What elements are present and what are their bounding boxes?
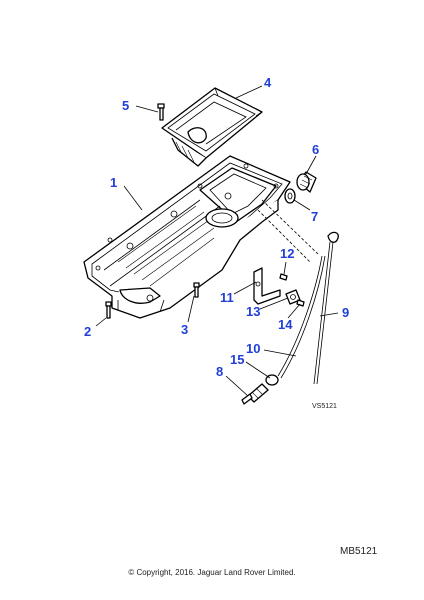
sump-bolt-long-part <box>105 301 112 319</box>
callout-10: 10 <box>246 341 260 356</box>
callout-5: 5 <box>122 98 129 113</box>
tray-bolt-part <box>157 103 165 121</box>
tube-bracket-part <box>253 267 281 305</box>
callout-3: 3 <box>181 322 188 337</box>
copyright-notice: © Copyright, 2016. Jaguar Land Rover Lim… <box>128 568 296 577</box>
drain-washer-part <box>284 188 296 204</box>
drain-plug-part <box>296 171 317 193</box>
callout-9: 9 <box>342 305 349 320</box>
callout-1: 1 <box>110 175 117 190</box>
dipstick-tube-part <box>277 255 326 379</box>
callout-12: 12 <box>280 246 294 261</box>
callout-8: 8 <box>216 364 223 379</box>
callout-7: 7 <box>311 209 318 224</box>
callout-4: 4 <box>264 75 272 90</box>
oil-sump-pan-part <box>83 155 291 319</box>
baffle-tray-part <box>161 87 263 167</box>
callout-6: 6 <box>312 142 319 157</box>
reference-code: MB5121 <box>340 546 378 557</box>
dipstick-part <box>313 231 339 385</box>
callout-13: 13 <box>246 304 260 319</box>
leader-lines <box>95 85 339 397</box>
callout-labels: 1 2 3 4 5 6 7 8 9 10 11 12 13 14 15 <box>84 75 349 379</box>
callout-11: 11 <box>220 290 234 305</box>
bracket-bolt-part <box>279 273 288 281</box>
drawing-code: VS5121 <box>312 403 337 410</box>
callout-2: 2 <box>84 324 91 339</box>
tube-adaptor-part <box>241 383 269 405</box>
clip-bolt-part <box>296 299 305 307</box>
callout-14: 14 <box>278 317 293 332</box>
sump-bolt-short-part <box>193 282 200 298</box>
callout-15: 15 <box>230 352 244 367</box>
